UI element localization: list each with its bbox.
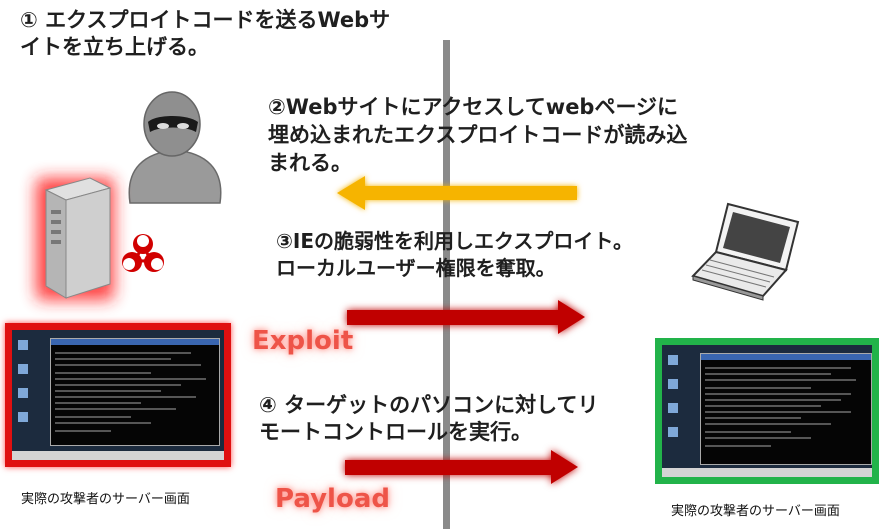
right-caption: 実際の攻撃者のサーバー画面: [671, 504, 840, 519]
step4-line2: モートコントロールを実行。: [259, 420, 532, 444]
desktop-icon: [668, 379, 678, 389]
desktop-icon: [668, 403, 678, 413]
step3-line1: ③IEの脆弱性を利用しエクスプロイト。: [276, 229, 634, 253]
desktop-icon: [668, 355, 678, 365]
right-screenshot-frame: [655, 338, 879, 484]
payload-label: Payload: [275, 484, 390, 514]
left-screenshot: [12, 330, 224, 460]
step1-text: ① エクスプロイトコードを送るWebサ イトを立ち上げる。: [20, 7, 390, 61]
step2-line2: 埋め込まれたエクスプロイトコードが読み込: [268, 123, 688, 147]
desktop-icon: [18, 364, 28, 374]
step4-line1: ④ ターゲットのパソコンに対してリ: [259, 393, 599, 417]
desktop-icon: [18, 340, 28, 350]
hooded-attacker-icon: [128, 91, 222, 204]
step3-line2: ローカルユーザー権限を奪取。: [276, 256, 556, 280]
left-terminal-window: [50, 338, 220, 446]
right-terminal-output: [705, 367, 856, 447]
right-terminal-window: [700, 353, 872, 465]
step2-line3: まれる。: [268, 151, 352, 175]
step1-line1: ① エクスプロイトコードを送るWebサ: [20, 8, 391, 32]
biohazard-icon: [122, 234, 164, 272]
step3-text: ③IEの脆弱性を利用しエクスプロイト。 ローカルユーザー権限を奪取。: [276, 228, 633, 282]
desktop-icon: [18, 412, 28, 422]
left-caption: 実際の攻撃者のサーバー画面: [21, 492, 190, 507]
right-screenshot: [662, 345, 872, 477]
laptop-icon: [691, 202, 800, 301]
exploit-arrow: [347, 300, 585, 334]
yellow-arrow-left: [337, 176, 577, 210]
desktop-icon: [668, 427, 678, 437]
right-taskbar: [662, 468, 872, 477]
step4-text: ④ ターゲットのパソコンに対してリ モートコントロールを実行。: [259, 392, 598, 446]
step1-line2: イトを立ち上げる。: [20, 35, 209, 59]
exploit-label: Exploit: [252, 326, 354, 356]
server-tower-icon: [36, 177, 114, 300]
desktop-icon: [18, 388, 28, 398]
left-screenshot-frame: [5, 323, 231, 467]
step2-text: ②Webサイトにアクセスしてwebページに 埋め込まれたエクスプロイトコードが読…: [268, 93, 687, 177]
left-taskbar: [12, 451, 224, 460]
step2-line1: ②Webサイトにアクセスしてwebページに: [268, 95, 679, 119]
payload-arrow: [345, 450, 578, 484]
left-terminal-output: [55, 352, 206, 432]
center-divider: [443, 40, 450, 529]
